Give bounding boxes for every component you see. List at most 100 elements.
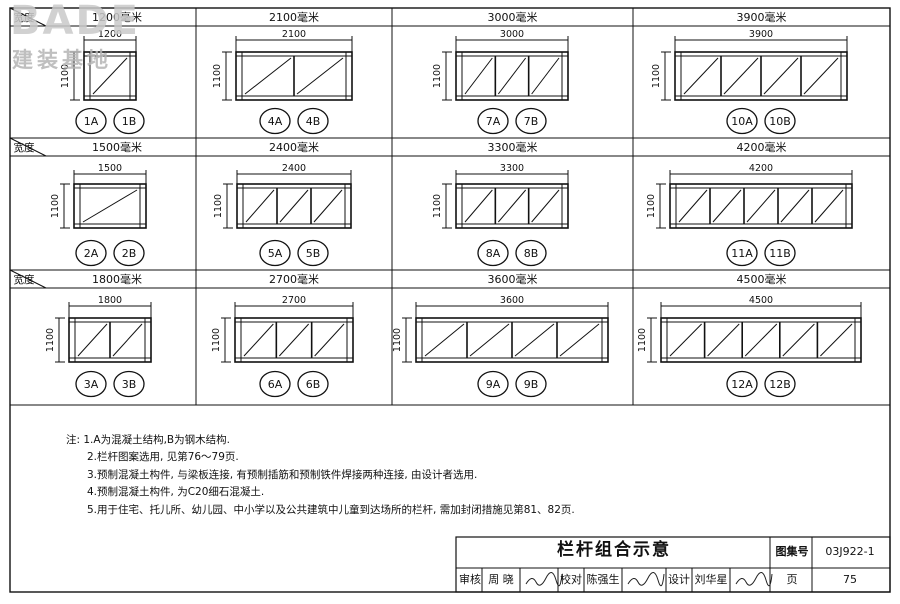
width-label-slash [9,137,47,157]
width-label: 宽度 [14,11,35,24]
code-circle [726,107,758,135]
height-dimension-text: 1100 [432,64,443,88]
page-number: 75 [843,573,857,586]
width-label: 宽度 [14,141,35,154]
code-circle [477,239,509,267]
code-label: 3A [84,378,99,391]
width-dimension-text: 1500 [98,163,122,174]
code-label: 6A [268,378,283,391]
width-label-slash [9,269,47,289]
railing-frame [73,183,147,229]
height-dimension-text: 1100 [213,194,224,218]
panel-diagonal [746,189,776,223]
code-circle [259,239,291,267]
code-label: 7B [524,115,539,128]
cell-header: 4500毫米 [737,272,787,286]
width-dimension-text: 1200 [98,29,122,40]
panel-diagonal [782,323,815,357]
panel-diagonal [313,189,343,223]
panel-diagonal [531,189,560,223]
code-circle [259,107,291,135]
code-label: 9B [524,378,539,391]
cell-header: 2100毫米 [269,10,319,24]
code-circle [515,239,547,267]
code-label: 10B [769,115,791,128]
note-line-1: 注: 1.A为混凝土结构,B为钢木结构. [66,434,230,446]
panel-diagonal [296,57,344,95]
code-label: 9A [486,378,501,391]
code-label: 12B [769,378,791,391]
panel-diagonal [92,57,128,95]
width-label-slash [9,7,47,27]
width-dimension-text: 2700 [282,295,306,306]
panel-diagonal [244,57,292,95]
notes-block: 注: 1.A为混凝土结构,B为钢木结构. 2.栏杆图案选用, 见第76～79页.… [66,432,575,519]
code-circle [113,239,145,267]
panel-diagonal [780,189,810,223]
width-dimension-text: 3300 [500,163,524,174]
width-dimension-text: 2100 [282,29,306,40]
watermark-subtitle: 建装基地 [12,48,112,72]
drawing-title: 栏杆组合示意 [557,540,671,560]
code-label: 1A [84,115,99,128]
code-circle [477,107,509,135]
panel-diagonal [112,323,143,357]
code-circle [764,239,796,267]
code-label: 5A [268,247,283,260]
code-circle [113,370,145,398]
panel-diagonal [683,57,719,95]
cell-header: 2700毫米 [269,272,319,286]
code-label: 7A [486,115,501,128]
cell-header: 3000毫米 [488,10,538,24]
railing-frame [415,317,609,363]
panel-diagonal [514,323,555,357]
code-circle [764,107,796,135]
railing-frame [235,51,353,101]
code-label: 2A [84,247,99,260]
cell-header: 3900毫米 [737,10,787,24]
atlas-number: 03J922-1 [825,545,875,558]
panel-diagonal [531,57,560,95]
railing-frame [669,183,853,229]
panel-diagonal [814,189,844,223]
width-dimension-text: 4200 [749,163,773,174]
code-circle [75,107,107,135]
cell-header: 2400毫米 [269,140,319,154]
panel-diagonal [669,323,702,357]
code-circle [764,370,796,398]
brand-watermark: BADE 建装基地 [8,0,168,80]
height-dimension-text: 1100 [212,64,223,88]
width-dimension-text: 4500 [749,295,773,306]
signature-mark [525,572,563,587]
panel-diagonal [559,323,600,357]
title-block-frame [455,536,891,593]
code-label: 1B [122,115,137,128]
cell-header: 1500毫米 [92,140,142,154]
signature-mark [735,572,773,587]
note-line-4: 4.预制混凝土构件, 为C20细石混凝土. [87,486,265,499]
cell-header: 3600毫米 [488,272,538,286]
code-label: 4A [268,115,283,128]
height-dimension-text: 1100 [646,194,657,218]
panel-diagonal [279,189,309,223]
railing-frame [236,183,352,229]
panel-diagonal [723,57,759,95]
review-label: 审核 [459,573,481,586]
atlas-label: 图集号 [775,545,809,558]
code-label: 11A [731,247,753,260]
signature-mark [627,572,665,587]
code-circle [477,370,509,398]
width-dimension-text: 1800 [98,295,122,306]
panel-diagonal [424,323,465,357]
code-circle [726,239,758,267]
height-dimension-text: 1100 [211,328,222,352]
code-circle [113,107,145,135]
code-label: 10A [731,115,753,128]
panel-diagonal [77,323,108,357]
height-dimension-text: 1100 [637,328,648,352]
panel-diagonal [497,57,527,95]
width-dimension-text: 3600 [500,295,524,306]
railing-frame [455,51,569,101]
code-circle [297,370,329,398]
